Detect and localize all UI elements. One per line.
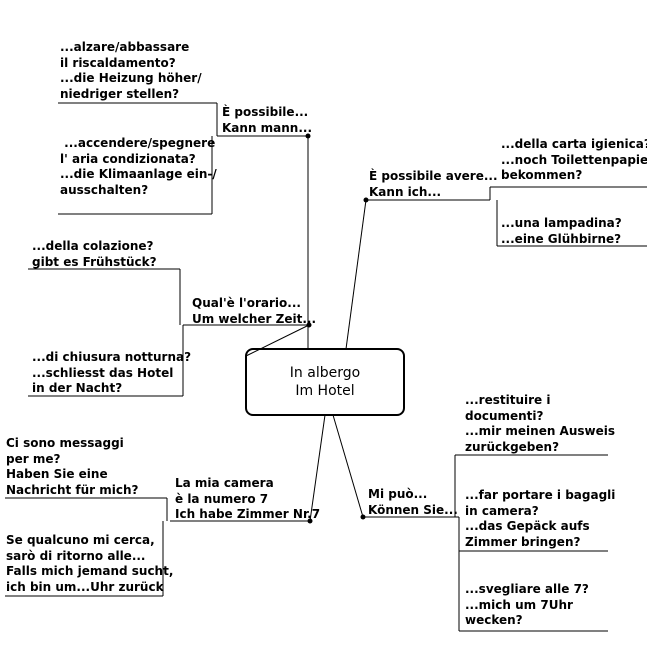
central-topic-german: Im Hotel — [295, 383, 355, 399]
leaf-puo-luggage: ...far portare i bagagli in camera? ...d… — [465, 488, 616, 549]
branch-label-orario: Qual'è l'orario... Um welcher Zeit... — [192, 296, 317, 326]
central-topic: In albergo Im Hotel — [245, 348, 405, 416]
node-dot-avere — [363, 197, 369, 203]
branch-label-camera: La mia camera è la numero 7 Ich habe Zim… — [175, 476, 321, 521]
leaf-avere-toilet-paper: ...della carta igienica? ...noch Toilett… — [501, 137, 647, 182]
leaf-camera-messages: Ci sono messaggi per me? Haben Sie eine … — [6, 436, 139, 497]
leaf-orario-breakfast: ...della colazione? gibt es Frühstück? — [32, 239, 157, 269]
connector-orario — [245, 324, 310, 357]
central-topic-italian: In albergo — [289, 365, 361, 381]
node-dot-possibile — [305, 133, 311, 139]
node-dot-puo — [360, 514, 366, 520]
branch-label-avere: È possibile avere... Kann ich... — [369, 169, 498, 199]
leaf-puo-documents: ...restituire i documenti? ...mir meinen… — [465, 393, 615, 454]
leaf-camera-back-at: Se qualcuno mi cerca, sarò di ritorno al… — [6, 533, 174, 594]
connector-puo — [332, 414, 364, 518]
branch-label-possibile: È possibile... Kann mann... — [222, 105, 313, 135]
node-dot-orario — [306, 322, 312, 328]
connector-camera — [309, 414, 326, 522]
node-dot-camera — [307, 518, 313, 524]
leaf-avere-lightbulb: ...una lampadina? ...eine Glühbirne? — [501, 216, 622, 246]
leaf-possibile-aircon: ...accendere/spegnere l' aria condiziona… — [60, 136, 217, 197]
connector-avere — [345, 199, 367, 350]
branch-label-puo: Mi può... Können Sie... — [368, 487, 458, 517]
leaf-orario-closing: ...di chiusura notturna? ...schliesst da… — [32, 350, 192, 395]
leaf-possibile-heating: ...alzare/abbassare il riscaldamento? ..… — [60, 40, 202, 101]
leaf-puo-wakeup: ...svegliare alle 7? ...mich um 7Uhr wec… — [465, 582, 589, 627]
